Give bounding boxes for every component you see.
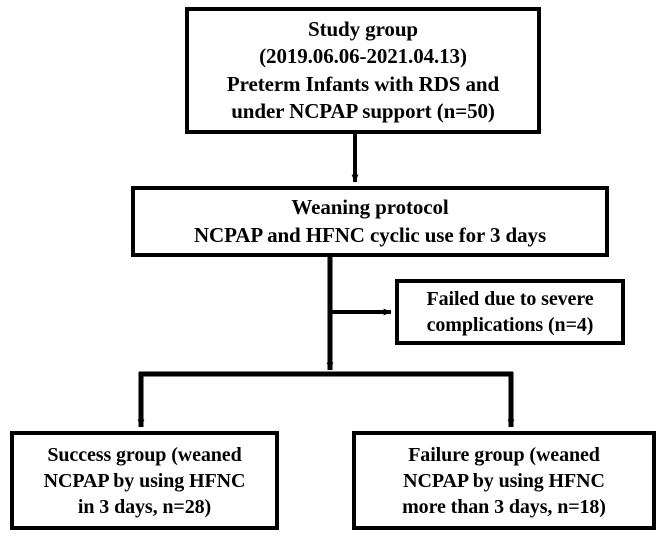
node-failure-group-label: Failure group (weaned NCPAP by using HFN… — [402, 443, 606, 518]
node-failure-group: Failure group (weaned NCPAP by using HFN… — [352, 431, 656, 530]
node-success-group: Success group (weaned NCPAP by using HFN… — [10, 431, 279, 530]
node-weaning-protocol: Weaning protocol NCPAP and HFNC cyclic u… — [131, 186, 609, 257]
node-weaning-protocol-label: Weaning protocol NCPAP and HFNC cyclic u… — [193, 195, 547, 247]
node-study-group-label: Study group (2019.06.06-2021.04.13) Pret… — [226, 16, 500, 123]
node-failed-complications: Failed due to severe complications (n=4) — [395, 279, 625, 345]
node-study-group: Study group (2019.06.06-2021.04.13) Pret… — [185, 7, 541, 134]
node-success-group-label: Success group (weaned NCPAP by using HFN… — [43, 443, 246, 518]
node-failed-complications-label: Failed due to severe complications (n=4) — [426, 288, 594, 336]
